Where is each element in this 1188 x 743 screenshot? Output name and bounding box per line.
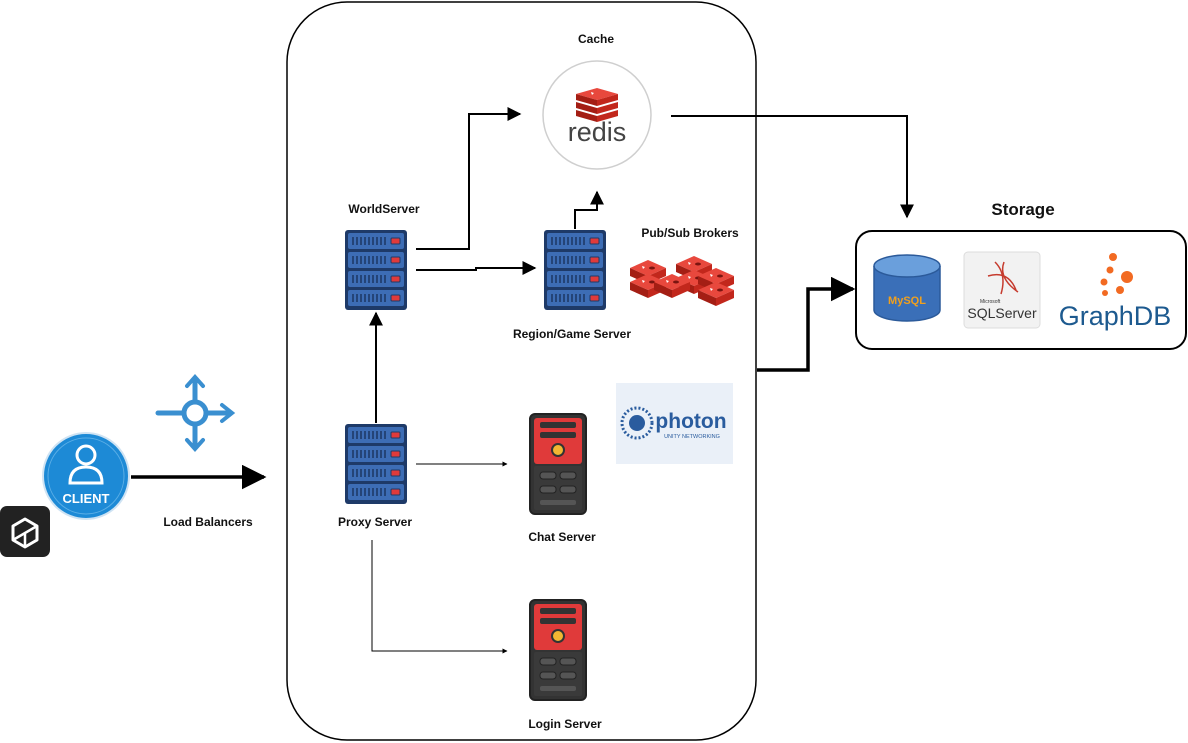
world-server-label: WorldServer (348, 202, 420, 216)
login-server-tower-icon (529, 599, 587, 701)
client-user-icon: CLIENT (42, 432, 130, 520)
cache-label: Cache (577, 32, 615, 46)
load-balancers-label: Load Balancers (163, 515, 253, 529)
graphdb-logo-text: GraphDB (1059, 301, 1172, 331)
redis-cache-logo: redis (542, 60, 652, 170)
world-to-cache-arrow (416, 107, 522, 250)
redis-logo-text: redis (568, 117, 627, 147)
world-to-region-arrow (416, 261, 537, 275)
load-balancer-icon (155, 373, 236, 453)
proxy-server-label: Proxy Server (337, 515, 413, 529)
mysql-logo-text: MySQL (888, 295, 926, 307)
world-server-rack-icon (344, 229, 408, 311)
client-logo-text: CLIENT (63, 491, 110, 506)
region-server-rack-icon (543, 229, 607, 311)
storage-title: Storage (991, 200, 1055, 219)
region-server-label: Region/Game Server (512, 327, 632, 341)
region-to-cache-arrow (574, 190, 604, 229)
unity-logo-icon (0, 506, 50, 557)
photon-logo-text: photon (655, 410, 726, 433)
proxy-to-login-arrow (371, 540, 508, 654)
cache-to-storage-arrow (671, 115, 914, 219)
chat-server-tower-icon (529, 413, 587, 515)
chat-server-label: Chat Server (528, 530, 596, 544)
sqlserver-logo-icon: Microsoft SQLServer (963, 251, 1041, 329)
sqlserver-logo-small-text: Microsoft (980, 299, 1001, 305)
login-server-label: Login Server (528, 717, 602, 731)
photon-logo-subtext: UNITY NETWORKING (664, 434, 720, 440)
sqlserver-logo-text: SQLServer (967, 305, 1037, 321)
server-cluster-container (286, 1, 757, 741)
cluster-to-storage-arrow (757, 276, 856, 372)
photon-logo: photon UNITY NETWORKING (616, 383, 733, 464)
mysql-database-icon: MySQL (873, 254, 941, 322)
pubsub-brokers-label: Pub/Sub Brokers (641, 226, 739, 240)
proxy-server-rack-icon (344, 423, 408, 505)
graphdb-logo-icon: GraphDB (1059, 253, 1172, 331)
storage-container (855, 230, 1187, 350)
pubsub-broker-icons (630, 256, 734, 306)
